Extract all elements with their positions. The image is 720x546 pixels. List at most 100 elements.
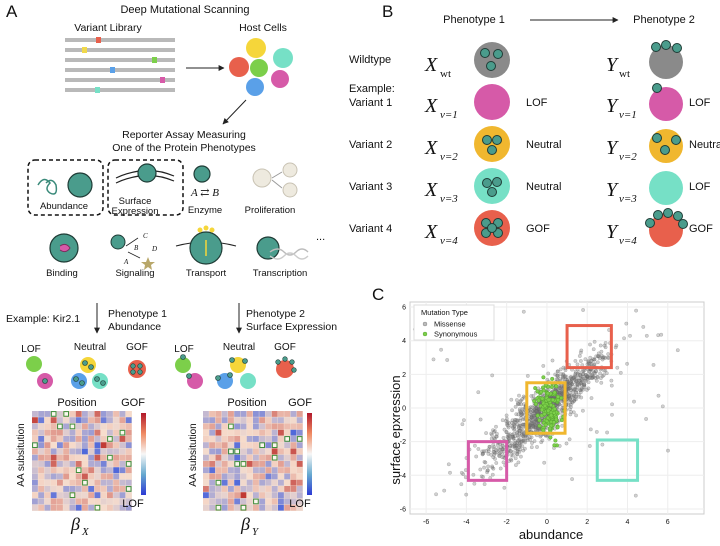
missense-point (431, 357, 436, 362)
missense-point (459, 482, 464, 487)
heatmap-cell (88, 467, 95, 474)
heatmap-cell (125, 492, 132, 499)
missense-point (597, 354, 602, 359)
heatmap-cell (278, 454, 284, 461)
reporter-assay-line1: Reporter Assay Measuring (122, 129, 246, 141)
protein-dot (645, 218, 655, 228)
heatmap-cell (113, 498, 120, 505)
heatmap-cell (113, 461, 120, 467)
missense-point (519, 438, 524, 443)
missense-point (491, 466, 496, 471)
heatmap-cell (221, 461, 228, 467)
missense-point (603, 345, 608, 350)
heatmap-cell (50, 498, 57, 505)
heatmap-cell (82, 486, 88, 492)
missense-point (489, 452, 494, 457)
heatmap-cell (107, 473, 113, 480)
heatmap-cell (253, 504, 259, 511)
heatmap-cell (63, 473, 70, 480)
missense-point (532, 422, 536, 427)
missense-point (563, 375, 567, 379)
heatmap-cell (209, 448, 216, 455)
missense-point (532, 439, 537, 443)
missense-point (580, 376, 584, 381)
missense-point (519, 402, 524, 407)
missense-point (511, 425, 515, 430)
heatmap-cell (284, 448, 291, 455)
missense-point (506, 432, 511, 437)
heatmap-cell (265, 479, 272, 486)
missense-point (510, 435, 515, 439)
missense-point (589, 372, 594, 377)
missense-point (464, 492, 469, 497)
heatmap-cell (44, 473, 51, 480)
legend-missense-label: Missense (434, 320, 466, 329)
missense-point (602, 355, 606, 360)
missense-point (513, 456, 518, 461)
missense-point (510, 444, 515, 449)
missense-point (521, 430, 526, 435)
heatmap-cell (32, 417, 38, 424)
missense-point (533, 425, 538, 430)
heatmap-cell (290, 429, 297, 436)
missense-point (540, 438, 545, 443)
wildtype-cell-marker (63, 411, 69, 417)
heatmap-cell (63, 429, 70, 436)
heatmap-cell (44, 504, 51, 511)
protein-dot (663, 208, 673, 218)
heatmap-cell (290, 442, 297, 449)
missense-point (512, 420, 517, 424)
missense-point (515, 401, 520, 406)
missense-point (528, 411, 532, 416)
heatmap-cell (240, 454, 247, 461)
heatmap-cell (209, 479, 216, 486)
missense-point (489, 431, 494, 436)
heatmap-cell (100, 417, 107, 424)
missense-point (532, 425, 537, 430)
missense-point (586, 359, 591, 364)
missense-point (584, 372, 588, 377)
binding-icon (49, 233, 79, 263)
right-gof-label: GOF (274, 342, 296, 353)
missense-point (577, 378, 582, 383)
heatmap-cell (94, 467, 101, 474)
heatmap-cell (203, 423, 209, 430)
heatmap-cell (203, 498, 209, 505)
heatmap-cell (228, 417, 234, 424)
missense-point (579, 359, 583, 363)
y-variant-subscript: v=1 (619, 109, 637, 121)
heatmap-cell (209, 429, 216, 436)
heatmap-cell (82, 423, 88, 430)
heatmap-cell (284, 461, 291, 467)
heatmap-cell (253, 473, 259, 480)
heatmap-cell (284, 467, 291, 474)
heatmap-cell (271, 436, 278, 442)
missense-point (529, 415, 534, 419)
heatmap-cell (271, 504, 278, 511)
y-tick-label: -4 (400, 473, 406, 480)
heatmap-cell (221, 479, 228, 486)
heatmap-cell (221, 492, 228, 499)
heatmap-cell (209, 492, 216, 499)
missense-point (573, 369, 578, 374)
missense-point (585, 376, 590, 381)
missense-point (615, 365, 620, 370)
missense-point (490, 373, 495, 378)
heatmap-cell (259, 448, 266, 455)
heatmap-cell (221, 417, 228, 424)
missense-point (578, 374, 583, 379)
missense-point (491, 428, 495, 433)
protein-dot (673, 211, 683, 221)
missense-point (530, 405, 535, 410)
synonymous-point (552, 443, 557, 448)
missense-point (515, 449, 520, 454)
heatmap-cell (88, 473, 95, 480)
missense-point (531, 424, 535, 428)
heatmap-cell (296, 454, 303, 461)
missense-point (600, 374, 605, 379)
heatmap-cell (278, 423, 284, 430)
missense-point (533, 419, 538, 424)
heatmap-cell (221, 473, 228, 480)
heatmap-cell (215, 417, 222, 424)
heatmap-cell (253, 423, 259, 430)
